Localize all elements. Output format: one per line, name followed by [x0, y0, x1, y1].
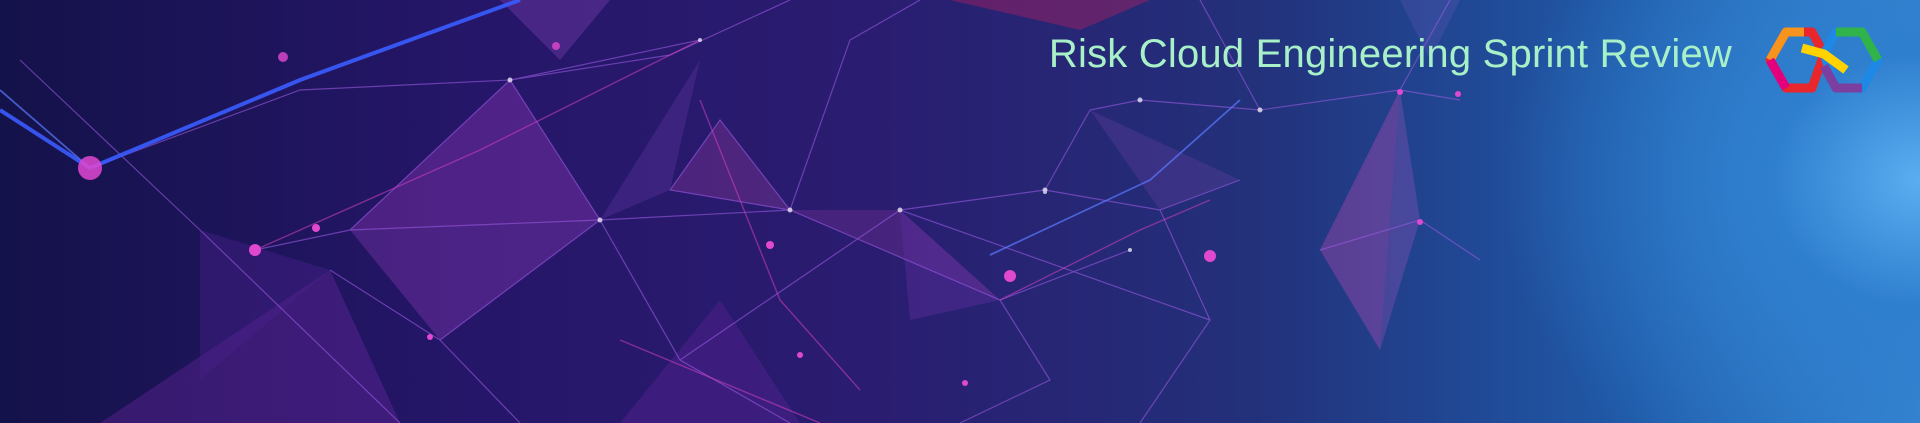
banner-title: Risk Cloud Engineering Sprint Review: [1048, 32, 1732, 76]
hexagon-infinity-logo-icon: [1765, 27, 1883, 93]
